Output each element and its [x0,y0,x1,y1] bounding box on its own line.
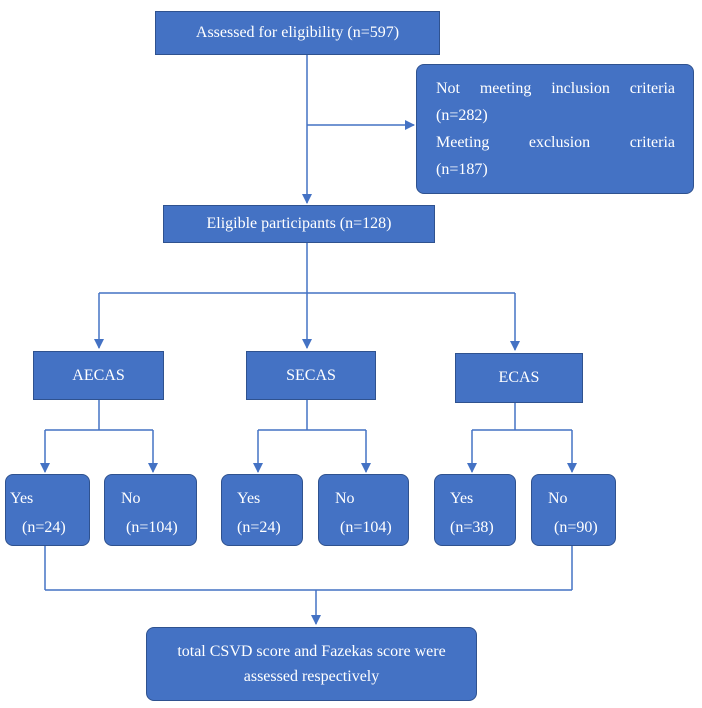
group-label-aecas: AECAS [72,366,125,384]
secas-yes-count: (n=24) [237,519,281,536]
secas-no-label: No [335,490,355,507]
ecas-yes-count: (n=38) [450,519,494,536]
eligible-label: Eligible participants (n=128) [206,215,392,232]
secas-yes-label: Yes [237,490,261,507]
outcome-box: total CSVD score and Fazekas score were … [146,627,477,701]
aecas-yes-box: Yes (n=24) [5,474,90,546]
group-label-secas: SECAS [286,366,336,384]
eligible-box: Eligible participants (n=128) [163,205,435,243]
group-box-aecas: AECAS [33,351,164,400]
assessed-box: Assessed for eligibility (n=597) [155,11,440,55]
excluded-line-2: (n=282) [436,107,488,124]
ecas-yes-box: Yes (n=38) [434,474,516,546]
outcome-line-2: assessed respectively [243,668,380,685]
secas-no-count: (n=104) [340,519,392,536]
excluded-line-1: Not meeting inclusion criteria [436,80,675,97]
aecas-yes-label: Yes [10,490,34,507]
aecas-no-count: (n=104) [126,519,178,536]
group-box-secas: SECAS [246,351,376,400]
group-box-ecas: ECAS [455,353,583,403]
assessed-label: Assessed for eligibility (n=597) [195,24,400,41]
aecas-no-label: No [121,490,141,507]
secas-no-box: No (n=104) [318,474,409,546]
excluded-line-3: Meeting exclusion criteria [436,134,675,151]
ecas-no-label: No [548,490,568,507]
ecas-yes-label: Yes [450,490,474,507]
aecas-yes-count: (n=24) [22,519,66,536]
excluded-box: Not meeting inclusion criteria (n=282) M… [416,64,694,194]
ecas-no-count: (n=90) [554,519,598,536]
aecas-no-box: No (n=104) [104,474,197,546]
group-label-ecas: ECAS [498,369,540,386]
secas-yes-box: Yes (n=24) [221,474,303,546]
excluded-line-4: (n=187) [436,161,488,178]
ecas-no-box: No (n=90) [531,474,616,546]
outcome-line-1: total CSVD score and Fazekas score were [177,643,446,660]
